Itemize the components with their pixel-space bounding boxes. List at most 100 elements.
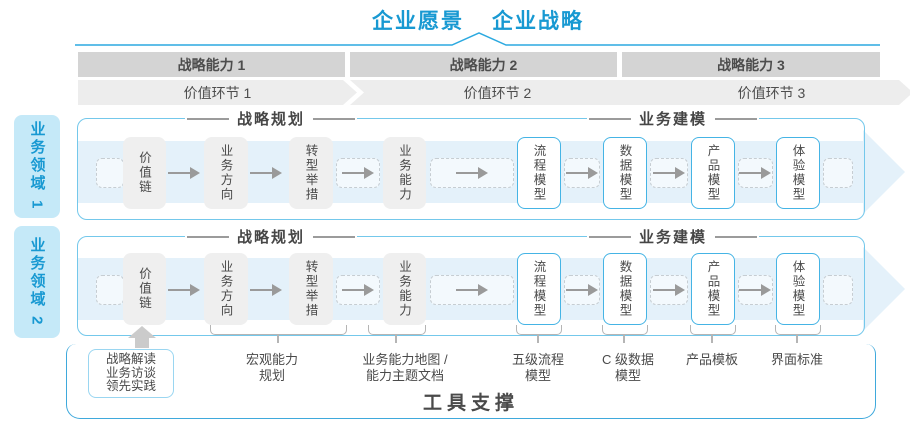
flow-arrow-icon [566, 284, 598, 296]
value-chain-label: 价值环节 1 [183, 84, 252, 101]
box-data-model: 数据模型 [603, 253, 647, 325]
value-chain-chevron-1: 价值环节 1 [78, 80, 357, 105]
tool-support-container: 工具支撑 [66, 344, 876, 419]
flow-arrow-icon [250, 284, 282, 296]
bracket-stem [711, 334, 713, 343]
bracket-stem [537, 334, 539, 343]
domain-tab-2: 业务领域 2 [14, 226, 60, 338]
box-label: 业务能力 [397, 144, 411, 202]
bracket [775, 325, 821, 335]
title-dash [313, 117, 356, 120]
box-label: 产品模型 [705, 144, 720, 202]
annotation-line: 产品模板 [685, 352, 739, 367]
bracket-stem [277, 334, 279, 343]
capability-bar-3: 战略能力 3 [622, 52, 880, 77]
box-label: 流程模型 [531, 144, 546, 202]
peak-line [75, 32, 880, 46]
section-title-label: 战略规划 [236, 229, 306, 246]
box-label: 价值链 [137, 151, 151, 195]
flow-arrow-icon [342, 284, 374, 296]
bracket [210, 325, 347, 335]
annotation-line: 界面标准 [770, 352, 824, 367]
box-value-chain: 价值链 [123, 253, 166, 325]
bracket-stem [623, 334, 625, 343]
annotation-line: C 级数据 [601, 352, 655, 367]
capability-bar-1: 战略能力 1 [78, 52, 345, 77]
section-title-label: 业务建模 [638, 229, 708, 246]
box-label: 转型举措 [303, 144, 318, 202]
box-label: 数据模型 [617, 144, 632, 202]
top-header: 企业愿景 企业战略 [0, 5, 910, 35]
value-chain-chevron-3: 价值环节 3 [622, 80, 910, 105]
box-experience-model: 体验模型 [776, 137, 820, 209]
annotation-line: 规划 [258, 368, 286, 383]
flow-arrow-icon [456, 284, 488, 296]
capability-bar-label: 战略能力 3 [717, 56, 785, 73]
title-dash [186, 117, 229, 120]
capability-bar-label: 战略能力 2 [449, 56, 518, 73]
up-arrow-icon [128, 326, 156, 338]
capability-bar-2: 战略能力 2 [350, 52, 617, 77]
title-dash [588, 235, 631, 238]
flow-band-arrowhead-1 [863, 130, 905, 214]
title-dash [186, 235, 229, 238]
box-value-chain: 价值链 [123, 137, 166, 209]
title-dash [588, 117, 631, 120]
tool-support-label: 工具支撑 [422, 393, 519, 414]
section-title-label: 战略规划 [236, 111, 306, 128]
bracket [516, 325, 562, 335]
box-label: 体验模型 [790, 260, 805, 318]
title-dash [313, 235, 356, 238]
box-process-model: 流程模型 [517, 137, 561, 209]
up-arrow-stem [135, 338, 149, 348]
section-title-label: 业务建模 [638, 111, 708, 128]
section-title-strategy-planning: 战略规划 [184, 108, 358, 129]
flow-arrow-icon [342, 167, 374, 179]
annotation-macro-capability-planning: 宏观能力 规划 [246, 352, 298, 384]
annotation-line: 战略解读 [105, 352, 156, 366]
value-chain-label: 价值环节 2 [463, 84, 532, 101]
bracket [368, 325, 426, 335]
flow-arrow-icon [653, 167, 685, 179]
annotation-line: 宏观能力 [245, 352, 299, 367]
flow-arrow-icon [739, 167, 771, 179]
annotation-strategy-inputs: 战略解读 业务访谈 领先实践 [88, 349, 174, 398]
flow-arrow-icon [739, 284, 771, 296]
annotation-product-template: 产品模板 [686, 352, 738, 368]
domain-tab-1: 业务领域 1 [14, 115, 60, 218]
flow-arrow-icon [168, 284, 200, 296]
annotation-line: 能力主题文档 [365, 368, 445, 383]
dashed-placeholder [823, 158, 853, 188]
bracket [690, 325, 736, 335]
annotation-c-level-data-model: C 级数据 模型 [602, 352, 654, 384]
bracket [602, 325, 648, 335]
box-product-model: 产品模型 [691, 137, 735, 209]
section-title-business-modeling: 业务建模 [586, 226, 760, 247]
annotation-ui-standard: 界面标准 [771, 352, 823, 368]
box-label: 流程模型 [531, 260, 546, 318]
section-title-strategy-planning: 战略规划 [184, 226, 358, 247]
box-label: 业务方向 [218, 144, 233, 202]
strategy-title: 企业战略 [492, 10, 584, 33]
box-label: 产品模型 [705, 260, 720, 318]
vision-title: 企业愿景 [372, 10, 464, 33]
box-label: 业务方向 [218, 260, 233, 318]
box-transformation-initiatives: 转型举措 [289, 137, 333, 209]
flow-arrow-icon [653, 284, 685, 296]
annotation-line: 模型 [614, 368, 642, 383]
capability-bar-label: 战略能力 1 [177, 56, 246, 73]
annotation-level5-process-model: 五级流程 模型 [512, 352, 564, 384]
bracket-stem [796, 334, 798, 343]
box-transformation-initiatives: 转型举措 [289, 253, 333, 325]
box-label: 数据模型 [617, 260, 632, 318]
box-label: 价值链 [137, 267, 151, 311]
value-chain-chevron-2: 价值环节 2 [350, 80, 637, 105]
annotation-line: 领先实践 [105, 379, 156, 393]
box-business-direction: 业务方向 [204, 137, 248, 209]
dashed-placeholder [96, 275, 124, 305]
annotation-line: 业务访谈 [105, 365, 156, 380]
bracket-stem [395, 334, 397, 343]
domain-label: 业务领域 2 [28, 236, 46, 328]
title-dash [715, 117, 758, 120]
